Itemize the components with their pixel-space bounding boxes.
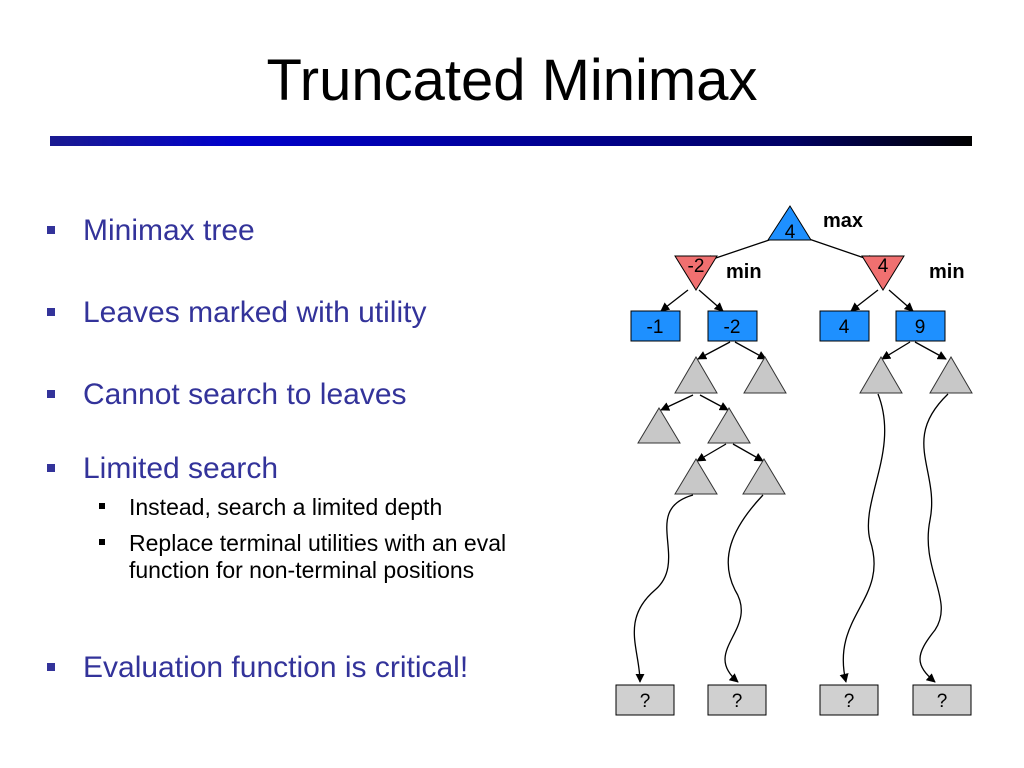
min-node-left: [674, 255, 718, 291]
leaf-node-4: [895, 310, 946, 342]
slide-title: Truncated Minimax: [266, 48, 758, 113]
unknown-node-3-value: ?: [844, 691, 855, 712]
edge-wavy-3: [839, 393, 886, 683]
unknown-node-1-value: ?: [640, 691, 651, 712]
leaf-node-2-value: -2: [724, 317, 741, 338]
subtree-d: [929, 356, 973, 394]
subtree-c: [859, 356, 903, 394]
edge-wavy-4: [919, 393, 949, 683]
leaf-node-1: [630, 310, 681, 342]
subtree-e: [637, 407, 681, 444]
sub-bullet-text: Replace terminal utilities with an eval …: [129, 530, 507, 583]
bullet-marker: [47, 308, 55, 316]
edge-leaf2-subtree-a: [697, 341, 731, 360]
subtree-a: [674, 356, 718, 394]
bullet-marker: [47, 226, 55, 234]
unknown-node-3: [819, 684, 879, 716]
edge-wavy-2: [724, 494, 764, 683]
max-label: max: [823, 210, 863, 232]
sub-bullet-marker: [99, 503, 105, 509]
max-node-value: 4: [785, 222, 796, 243]
edge-min1-leaf1: [660, 289, 689, 312]
edge-leaf4-subtree-c: [881, 341, 911, 360]
unknown-node-4: [912, 684, 972, 716]
leaf-node-3-value: 4: [839, 317, 850, 338]
edge-min2-leaf4: [888, 289, 914, 312]
edge-subtree-a-f: [699, 394, 729, 411]
max-node: [767, 205, 812, 241]
min-label-right: min: [929, 261, 965, 283]
unknown-node-2-value: ?: [732, 691, 743, 712]
bullet-marker: [47, 390, 55, 398]
leaf-node-2: [707, 310, 758, 342]
edge-min1-leaf2: [698, 289, 724, 312]
leaf-node-3: [819, 310, 870, 342]
min-label-left: min: [726, 261, 762, 283]
leaf-node-4-value: 9: [915, 317, 926, 338]
edge-leaf2-subtree-b: [734, 341, 767, 360]
min-node-left-value: -2: [688, 256, 705, 277]
edge-min2-leaf3: [850, 289, 879, 312]
bullet-marker: [47, 663, 55, 671]
bullet-text: Limited search: [83, 452, 279, 485]
min-node-right: [861, 255, 905, 291]
sub-bullet-text: Instead, search a limited depth: [129, 494, 443, 520]
edge-wavy-1: [633, 494, 694, 683]
unknown-node-1: [615, 684, 675, 716]
subtree-g: [674, 458, 718, 495]
bullet-marker: [47, 464, 55, 472]
edge-subtree-f-h: [732, 443, 764, 462]
min-node-right-value: 4: [878, 256, 889, 277]
sub-bullet-marker: [99, 539, 105, 545]
edge-subtree-a-e: [660, 394, 694, 411]
unknown-node-4-value: ?: [937, 691, 948, 712]
title-rule: [50, 136, 972, 146]
unknown-node-2: [707, 684, 767, 716]
bullet-text: Cannot search to leaves: [83, 378, 407, 411]
edge-leaf4-subtree-d: [914, 341, 947, 360]
leaf-node-1-value: -1: [647, 317, 664, 338]
subtree-f: [707, 407, 751, 444]
bullet-text: Minimax tree: [83, 214, 255, 247]
subtree-b: [743, 356, 787, 394]
bullet-text: Leaves marked with utility: [83, 296, 427, 329]
bullet-text: Evaluation function is critical!: [83, 651, 469, 684]
edge-subtree-f-g: [696, 443, 727, 462]
subtree-h: [742, 458, 786, 495]
